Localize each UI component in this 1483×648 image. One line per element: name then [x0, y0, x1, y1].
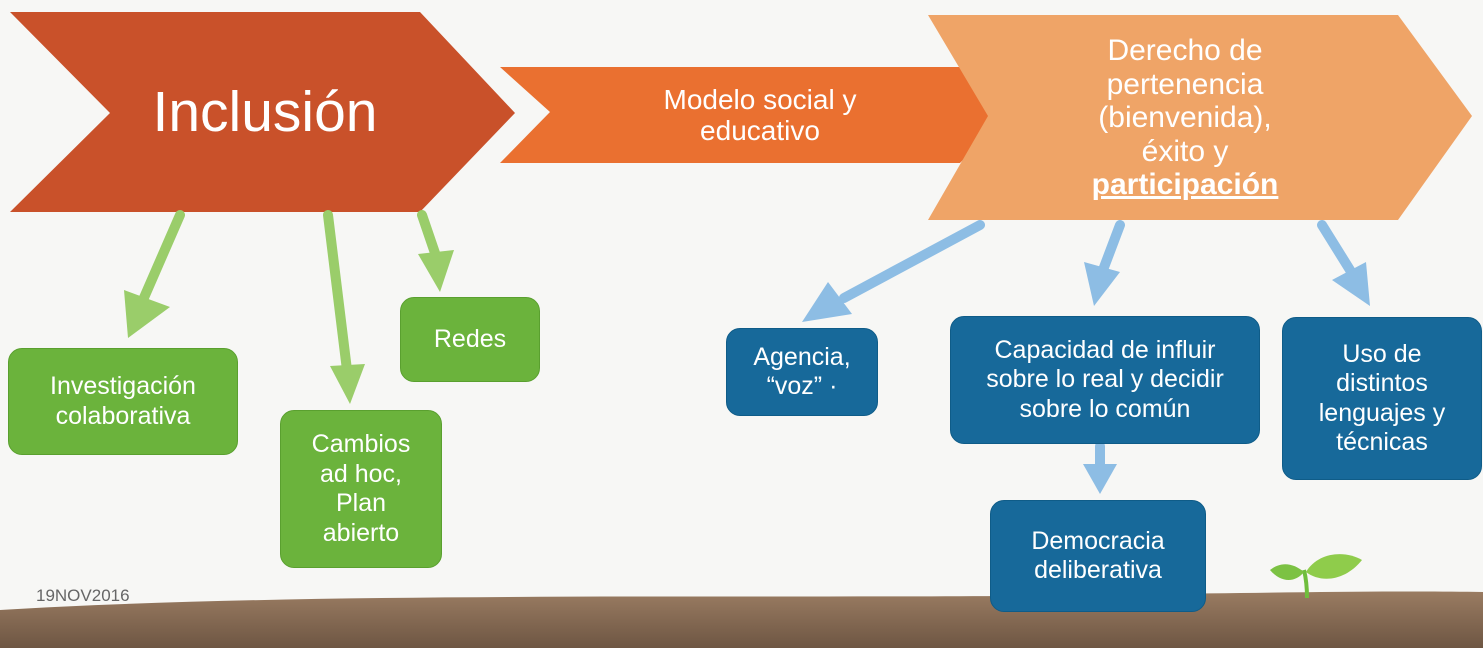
arrowhead-democracia	[1083, 464, 1117, 494]
arrowhead-investigacion	[124, 290, 170, 338]
box-agencia: Agencia, “voz” ·	[726, 328, 878, 416]
chevron-inclusion	[10, 12, 515, 212]
green-arrows	[124, 210, 454, 404]
box-democracia: Democracia deliberativa	[990, 500, 1206, 612]
box-uso: Uso de distintos lenguajes y técnicas	[1282, 317, 1482, 480]
arrow-to-redes	[417, 210, 441, 261]
arrowhead-capacidad	[1084, 262, 1120, 306]
soil-ground	[0, 591, 1483, 648]
arrow-to-capacidad	[1098, 220, 1125, 275]
derecho-label: Derecho de pertenencia (bienvenida), éxi…	[1010, 18, 1360, 218]
derecho-line-3: (bienvenida),	[1098, 101, 1272, 135]
derecho-emphasis: participación	[1091, 168, 1279, 202]
arrowhead-agencia	[802, 282, 852, 322]
box-capacidad: Capacidad de influir sobre lo real y dec…	[950, 316, 1260, 444]
arrow-to-investigacion	[138, 210, 185, 305]
inclusion-title: Inclusión	[152, 80, 378, 145]
derecho-line-2: pertenencia	[1106, 67, 1264, 101]
sprout-icon	[1270, 554, 1362, 599]
box-cambios: Cambios ad hoc, Plan abierto	[280, 410, 442, 568]
modelo-label: Modelo social y educativo	[663, 83, 857, 146]
derecho-line-4: éxito y	[1141, 134, 1229, 168]
box-redes: Redes	[400, 297, 540, 382]
arrowhead-uso	[1332, 262, 1370, 306]
arrow-to-agencia	[839, 220, 985, 303]
arrow-to-uso	[1317, 220, 1355, 275]
blue-arrows	[802, 220, 1370, 494]
date-label: 19NOV2016	[36, 586, 130, 605]
chevron-modelo	[500, 67, 1010, 163]
derecho-line-1: Derecho de	[1107, 34, 1263, 68]
arrowhead-redes	[418, 250, 454, 292]
chevron-derecho	[928, 15, 1472, 220]
box-investigacion: Investigación colaborativa	[8, 348, 238, 455]
arrowhead-cambios	[330, 364, 365, 404]
arrow-to-cambios	[323, 210, 352, 375]
